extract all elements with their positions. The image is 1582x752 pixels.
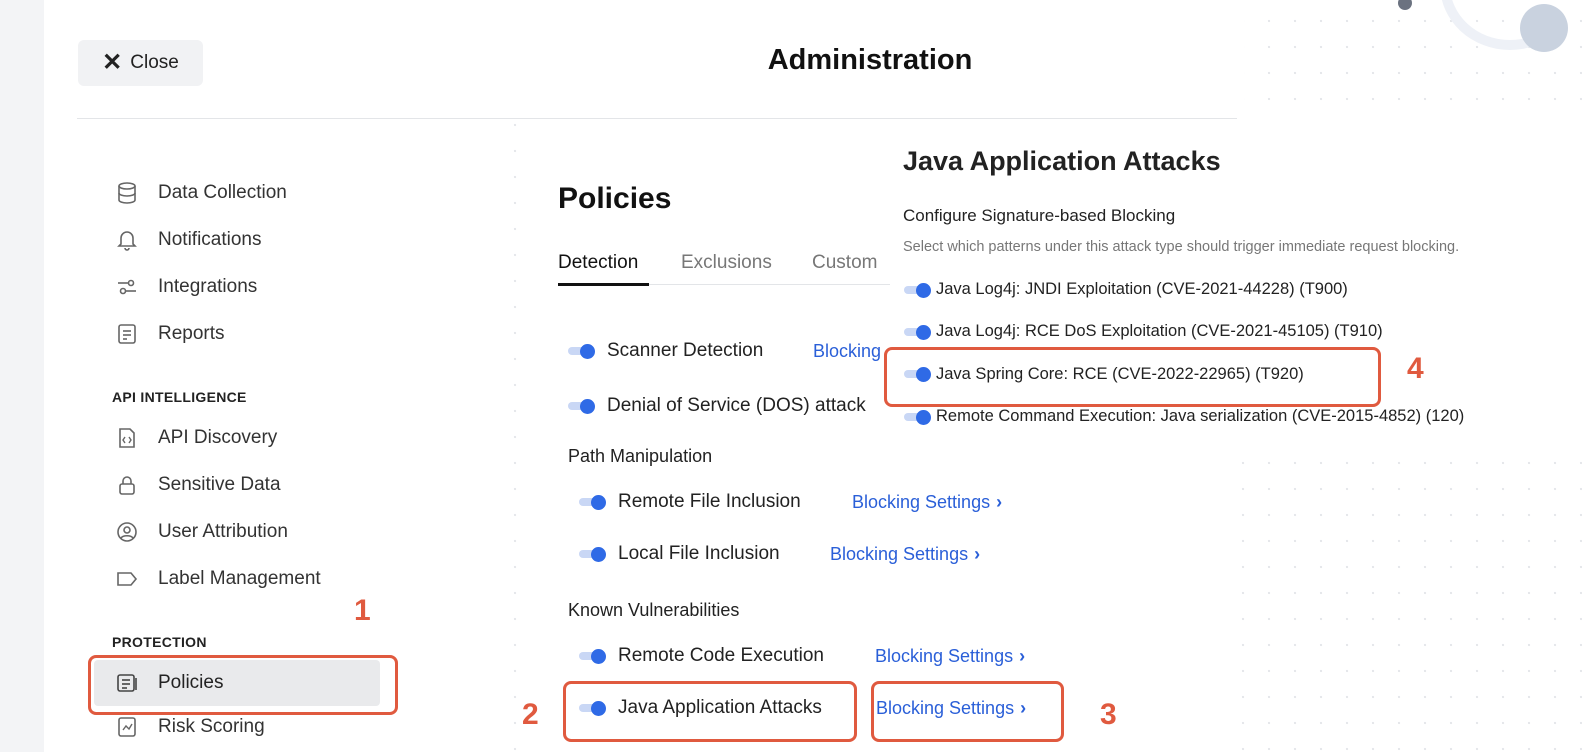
sidebar-item-label: Risk Scoring (158, 716, 265, 737)
annotation-box-java-toggle (563, 681, 857, 742)
sidebar-item-label: Sensitive Data (158, 474, 281, 495)
sidebar-item-label: Notifications (158, 229, 262, 250)
link-text: Blocking Settings (875, 646, 1014, 666)
blocking-settings-popover (890, 120, 1582, 440)
report-icon (112, 323, 142, 345)
annotation-box-policies (88, 655, 398, 715)
sidebar-item-user-attribution[interactable]: User Attribution (112, 512, 288, 552)
remote-code-execution-label: Remote Code Execution (618, 645, 824, 666)
popover-subtitle: Configure Signature-based Blocking (903, 206, 1176, 225)
tab-custom[interactable]: Custom (812, 252, 878, 273)
sidebar-item-label: Label Management (158, 568, 321, 589)
chevron-right-icon: › (996, 492, 1003, 512)
sidebar-item-label: Policies (158, 672, 224, 693)
remote-file-inclusion-toggle[interactable] (579, 495, 607, 510)
annotation-number-3: 3 (1100, 698, 1117, 731)
header-region (44, 0, 1244, 120)
scanner-detection-label: Scanner Detection (607, 340, 764, 361)
decorative-dot (1398, 0, 1412, 10)
sidebar-item-data-collection[interactable]: Data Collection (112, 173, 287, 213)
remote-code-execution-toggle[interactable] (579, 649, 607, 664)
pattern-toggle[interactable] (904, 367, 932, 382)
popover-help-text: Select which patterns under this attack … (903, 239, 1460, 255)
close-icon: ✕ (102, 49, 123, 76)
dos-attack-label: Denial of Service (DOS) attack (607, 395, 866, 416)
section-label-protection: PROTECTION (112, 634, 207, 650)
remote-file-inclusion-label: Remote File Inclusion (618, 491, 801, 512)
sliders-icon (112, 277, 142, 297)
local-file-inclusion-toggle[interactable] (579, 547, 607, 562)
pattern-label: Java Spring Core: RCE (CVE-2022-22965) (… (936, 365, 1304, 383)
header-divider (77, 118, 1237, 119)
sidebar-item-label: Data Collection (158, 182, 287, 203)
sidebar-item-sensitive-data[interactable]: Sensitive Data (112, 465, 281, 505)
dos-attack-toggle[interactable] (568, 399, 596, 414)
sidebar-item-risk-scoring[interactable]: Risk Scoring (112, 712, 265, 746)
scanner-detection-toggle[interactable] (568, 344, 596, 359)
annotation-number-2: 2 (522, 698, 539, 731)
lock-icon (112, 474, 142, 496)
annotation-number-1: 1 (354, 594, 371, 627)
sidebar-item-integrations[interactable]: Integrations (112, 267, 257, 307)
sidebar-item-label: Integrations (158, 276, 258, 297)
annotation-box-blocking-settings (871, 681, 1064, 742)
local-file-inclusion-blocking-link[interactable]: Blocking Settings› (830, 544, 980, 565)
sidebar (44, 120, 494, 752)
close-label: Close (130, 52, 179, 73)
tabs-divider (558, 284, 898, 285)
sidebar-item-label: API Discovery (158, 427, 278, 448)
remote-code-execution-blocking-link[interactable]: Blocking Settings› (875, 646, 1025, 667)
app-left-rail (0, 0, 45, 752)
active-item-highlight (94, 660, 380, 706)
policies-title: Policies (558, 182, 672, 215)
sidebar-item-label: Reports (158, 323, 225, 344)
tab-exclusions[interactable]: Exclusions (681, 252, 772, 273)
sidebar-item-notifications[interactable]: Notifications (112, 220, 262, 260)
tab-detection[interactable]: Detection (558, 252, 639, 273)
sidebar-item-policies[interactable]: Policies (112, 663, 223, 703)
policy-doc-icon (112, 672, 142, 694)
scanner-blocking-link[interactable]: Blocking (813, 341, 882, 361)
java-application-attacks-blocking-link[interactable]: Blocking Settings› (876, 698, 1026, 719)
sidebar-item-api-discovery[interactable]: API Discovery (112, 418, 277, 458)
remote-file-inclusion-blocking-link[interactable]: Blocking Settings› (852, 492, 1002, 513)
local-file-inclusion-label: Local File Inclusion (618, 543, 780, 564)
user-circle-icon (112, 521, 142, 543)
sidebar-item-reports[interactable]: Reports (112, 314, 225, 354)
pattern-toggle[interactable] (904, 410, 932, 425)
sidebar-item-label: User Attribution (158, 521, 288, 542)
group-label-path-manipulation: Path Manipulation (568, 446, 713, 466)
popover-title: Java Application Attacks (903, 146, 1221, 176)
pattern-label: Java Log4j: RCE DoS Exploitation (CVE-20… (936, 322, 1383, 340)
pattern-label: Java Log4j: JNDI Exploitation (CVE-2021-… (936, 280, 1348, 298)
sidebar-item-label-management[interactable]: Label Management (112, 559, 321, 599)
java-application-attacks-toggle[interactable] (579, 701, 607, 716)
chevron-right-icon: › (1020, 698, 1027, 718)
decorative-circle (1520, 4, 1568, 52)
link-text: Blocking Settings (830, 544, 969, 564)
chevron-right-icon: › (974, 544, 981, 564)
pattern-label: Remote Command Execution: Java serializa… (936, 407, 1465, 425)
group-label-known-vulnerabilities: Known Vulnerabilities (568, 600, 740, 620)
link-text: Blocking Settings (852, 492, 991, 512)
risk-icon (112, 716, 142, 738)
chevron-right-icon: › (1019, 646, 1026, 666)
tag-icon (112, 570, 142, 588)
close-button[interactable]: ✕ Close (78, 40, 203, 86)
code-file-icon (112, 427, 142, 449)
bell-icon (112, 229, 142, 251)
pattern-toggle[interactable] (904, 283, 932, 298)
link-text: Blocking Settings (876, 698, 1015, 718)
database-icon (112, 182, 142, 204)
pattern-toggle[interactable] (904, 325, 932, 340)
annotation-box-spring-core (884, 347, 1381, 407)
annotation-number-4: 4 (1407, 352, 1424, 385)
page-title: Administration (767, 44, 973, 76)
java-application-attacks-label: Java Application Attacks (618, 697, 822, 718)
section-label-api-intelligence: API INTELLIGENCE (112, 389, 247, 405)
active-tab-indicator (558, 283, 649, 286)
